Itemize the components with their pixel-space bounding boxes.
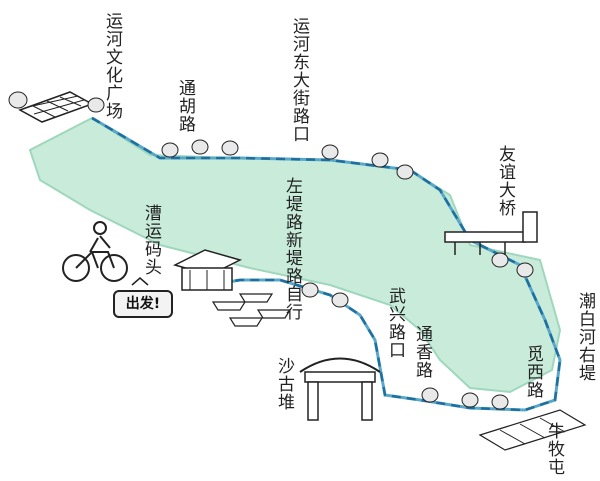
label-left-right-dike-road: 左堤路新堤路自行 [282, 177, 302, 321]
label-caoyun-wharf: 漕运码头 [141, 204, 161, 276]
label-niumutun: 牛牧屯 [544, 422, 564, 476]
label-shaguodui: 沙古堆 [274, 357, 294, 411]
start-sign: 出发! [113, 290, 173, 318]
label-yunhe-culture-square: 运河文化广场 [102, 12, 122, 120]
bicycle-rider-icon [62, 221, 128, 282]
pavilion-icon [172, 249, 243, 291]
label-chaobaihe-right-dike: 潮白河右堤 [575, 292, 595, 382]
label-tonghu-road: 通胡路 [175, 79, 195, 133]
village-grid-icon [478, 409, 587, 451]
label-tongxiang-road: 通香路 [412, 325, 432, 379]
label-wuxing-crossing: 武兴路口 [385, 287, 405, 359]
tree-icon [8, 91, 534, 410]
boats-icon [211, 293, 292, 327]
label-mixi-road: 觅西路 [523, 345, 543, 399]
bridge-icon [444, 211, 538, 255]
archway-icon [299, 357, 381, 421]
plaza-grid-icon [18, 91, 94, 123]
start-sign-pointer [131, 277, 149, 286]
label-yunhe-east-street-crossing: 运河东大街路口 [289, 17, 309, 143]
label-friendship-bridge: 友谊大桥 [495, 145, 515, 217]
